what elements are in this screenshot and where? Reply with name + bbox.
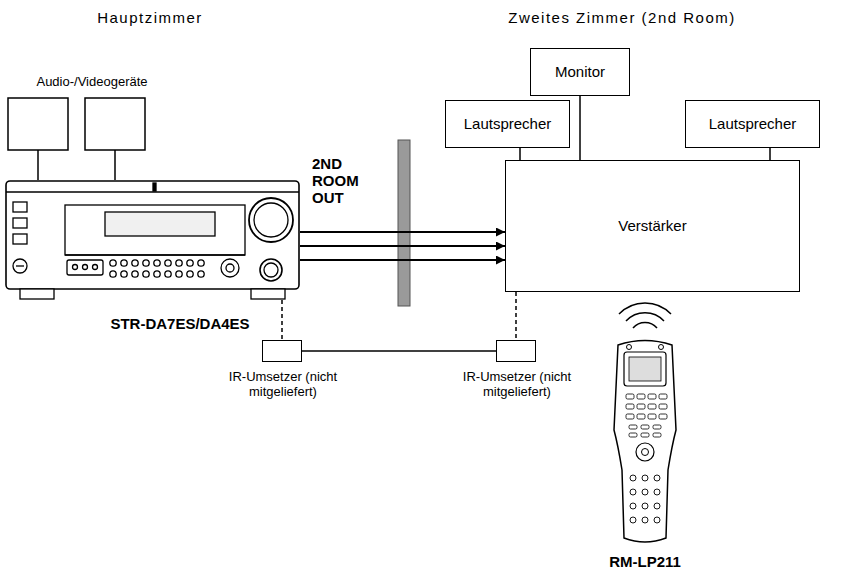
speaker-box: Lautsprecher (445, 100, 570, 148)
ir-caption: IR-Umsetzer (nicht mitgeliefert) (453, 369, 581, 399)
remote-cable (281, 300, 283, 340)
signal-arrow (300, 259, 505, 261)
receiver-illustration (5, 180, 300, 300)
amplifier-box: Verstärker (505, 160, 800, 292)
ir-caption: IR-Umsetzer (nicht mitgeliefert) (219, 369, 347, 399)
speaker-box: Lautsprecher (685, 100, 820, 148)
model-label: STR-DA7ES/DA4ES (110, 316, 249, 331)
box-label: Lautsprecher (709, 115, 797, 133)
remote-cable (515, 292, 517, 340)
room-heading: Hauptzimmer (97, 10, 203, 26)
monitor-box: Monitor (530, 48, 630, 96)
wall (398, 140, 410, 306)
cable (37, 150, 39, 180)
av-device (8, 98, 68, 150)
signal-arrow (300, 231, 505, 233)
remote-control (614, 341, 676, 543)
room-heading: Zweites Zimmer (2nd Room) (508, 10, 736, 26)
box-label: Verstärker (618, 217, 686, 235)
cable (114, 150, 116, 180)
cable (519, 148, 521, 160)
ir-converter: IR-Umsetzer (nicht mitgeliefert) (262, 340, 302, 362)
ir-converter: IR-Umsetzer (nicht mitgeliefert) (496, 340, 536, 362)
cable (769, 148, 771, 160)
ir-waves (619, 303, 671, 328)
model-label: RM-LP211 (609, 554, 681, 570)
box-label: Lautsprecher (464, 115, 552, 133)
signal-arrow (300, 245, 505, 247)
output-label: 2ND ROOM OUT (312, 155, 364, 206)
cable (302, 350, 496, 352)
device-label: Audio-/Videogeräte (36, 74, 147, 90)
cable (579, 96, 581, 160)
box-label: Monitor (555, 63, 605, 81)
av-device (85, 98, 145, 150)
receiver: STR-DA7ES/DA4ES (5, 180, 300, 300)
